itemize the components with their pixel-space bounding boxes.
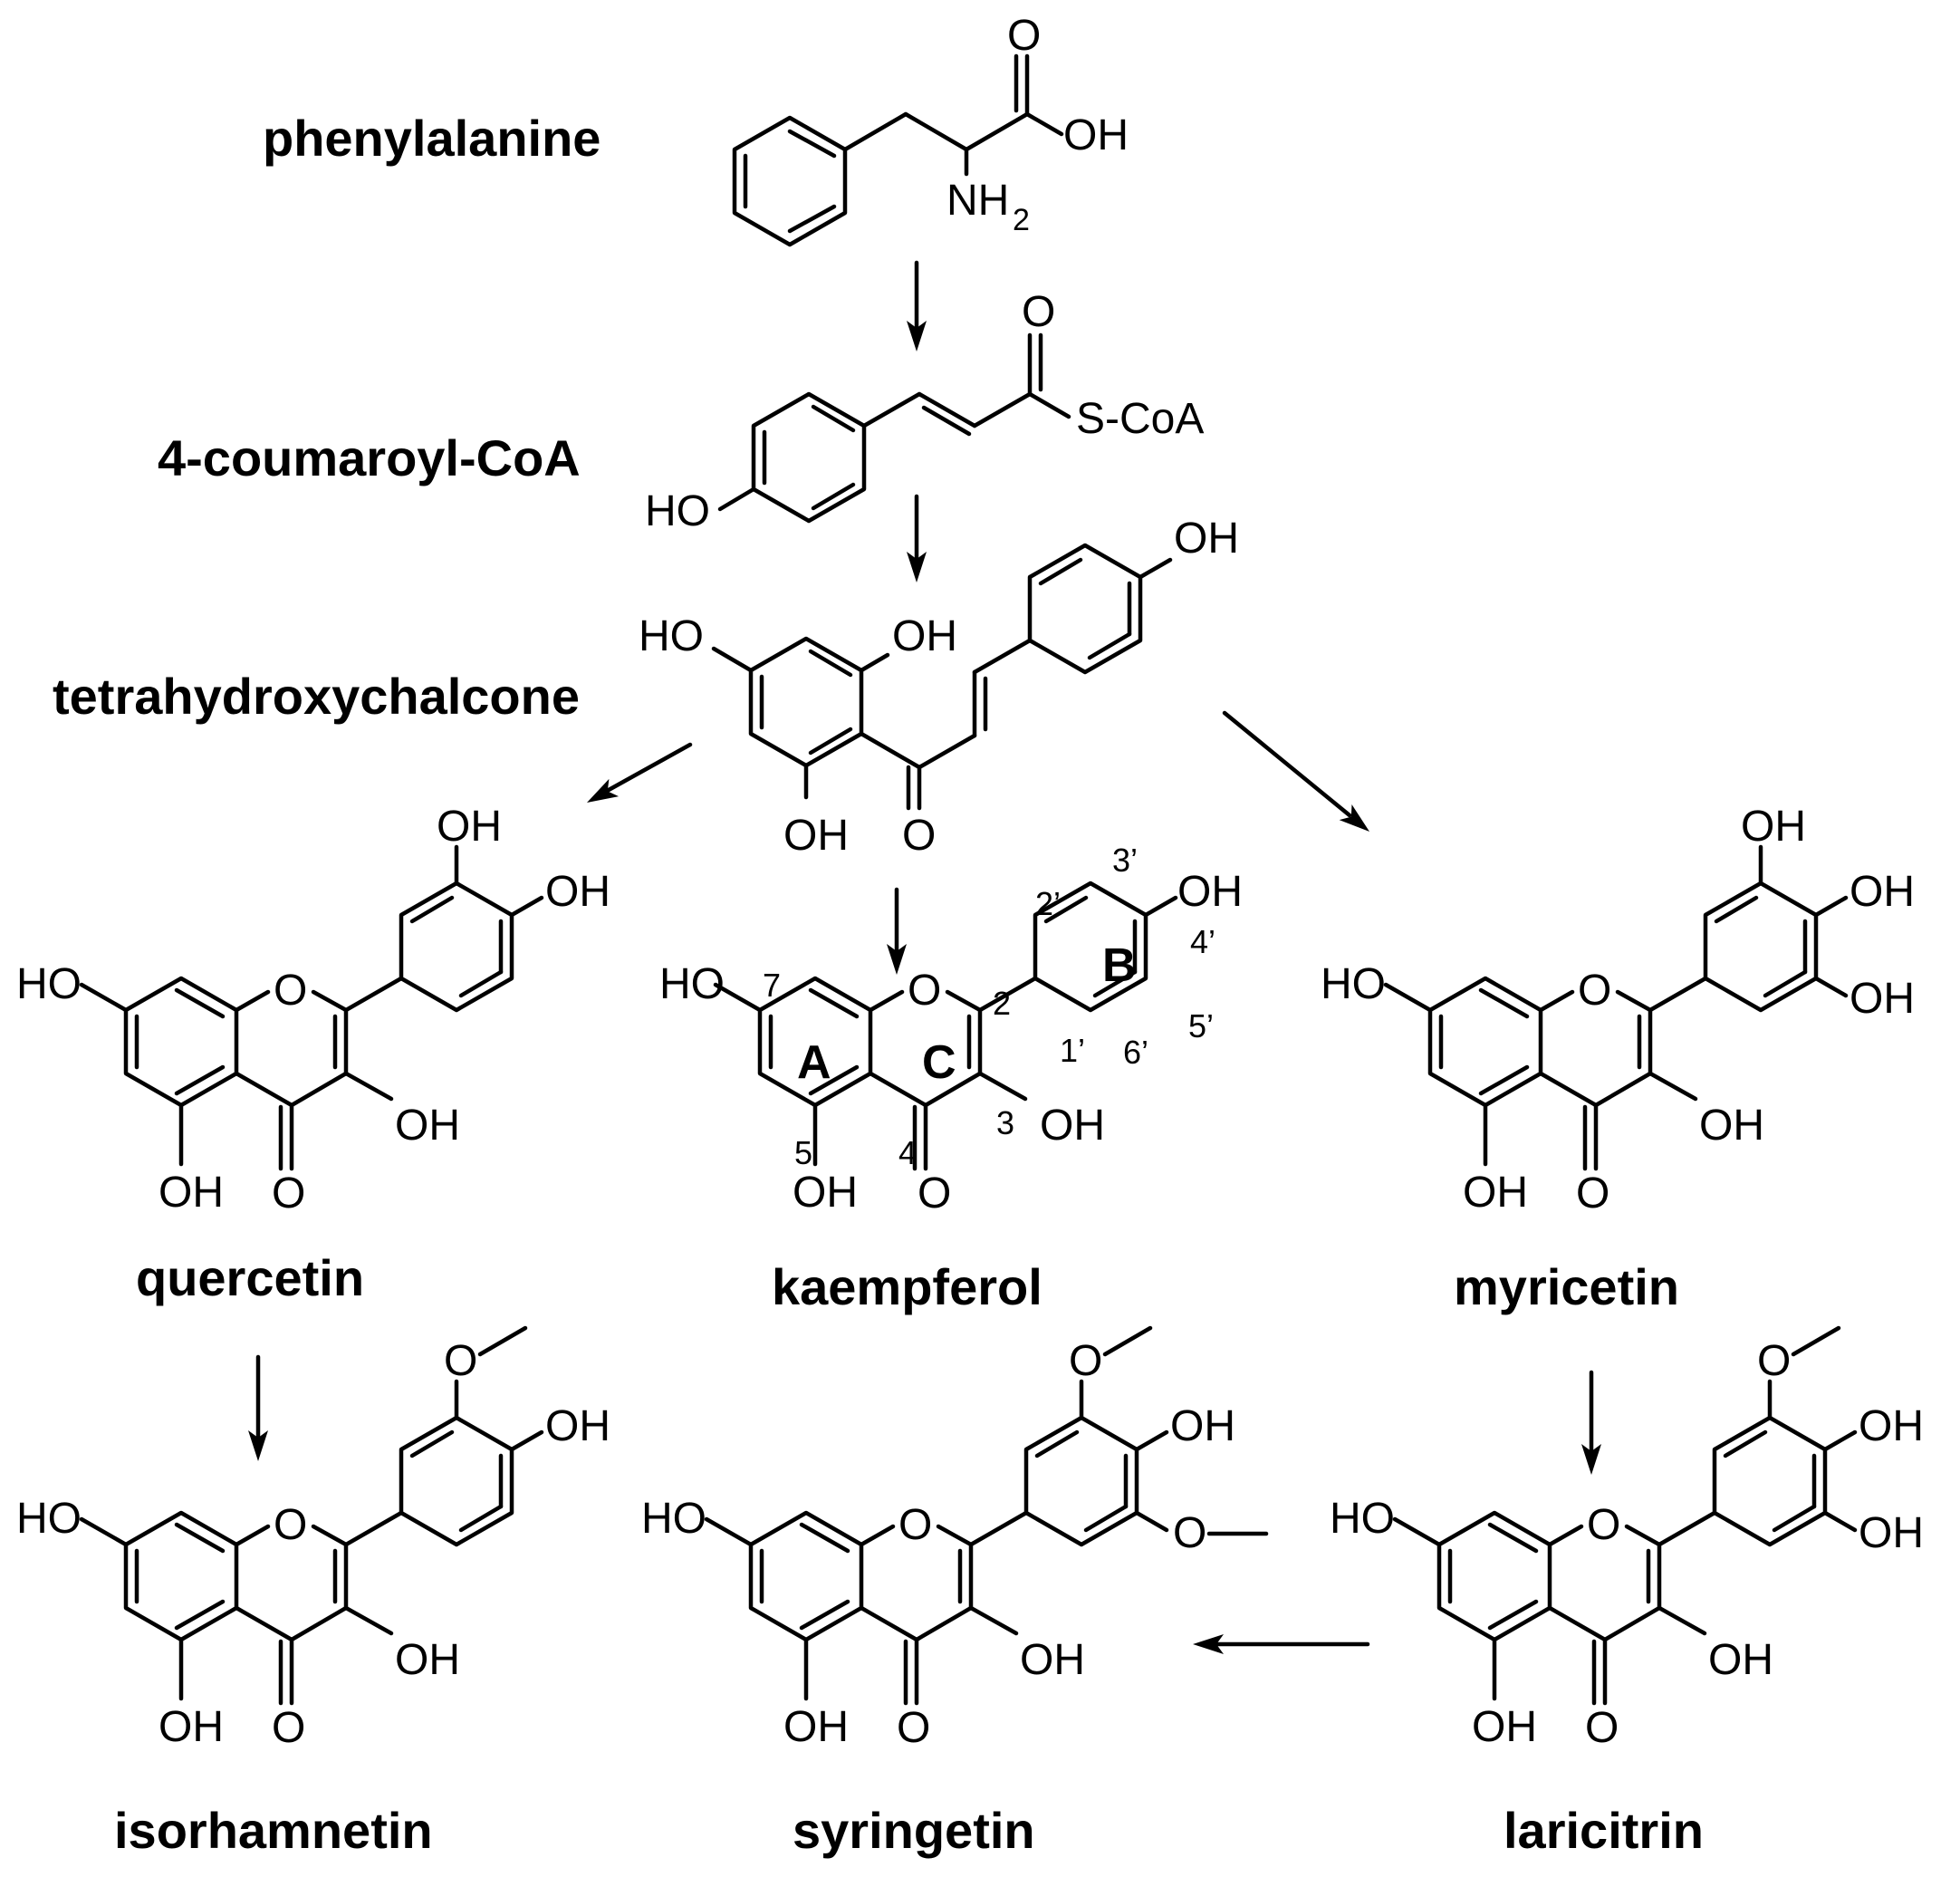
- atom-7-hydroxyl: HO: [641, 1495, 706, 1543]
- atom-chalcone-4-hydroxyl: HO: [639, 612, 704, 660]
- arrow-coumaroyl-coa-to-chalcone: [907, 494, 927, 582]
- atom-3-hydroxyl: OH: [395, 1102, 460, 1150]
- atom-5-hydroxyl: OH: [793, 1169, 858, 1217]
- atom-5prime-hydroxyl: OH: [1859, 1509, 1924, 1557]
- arrow-quercetin-to-isorhamnetin: [248, 1354, 268, 1461]
- structure-kaempferol: O HO OH O OH OH A C B 2 3 4 5 7 1’ 2’ 3’…: [659, 842, 1243, 1218]
- name-tetrahydroxychalcone: tetrahydroxychalcone: [53, 668, 580, 725]
- name-myricetin: myricetin: [1454, 1258, 1679, 1315]
- structure-isorhamnetin: O HO OH O OH O OH: [16, 1325, 610, 1752]
- atom-ring-oxygen: O: [1587, 1501, 1620, 1549]
- atom-3-hydroxyl: OH: [1699, 1102, 1764, 1150]
- atom-ring-oxygen: O: [274, 1501, 307, 1549]
- atom-7-hydroxyl: HO: [659, 960, 725, 1008]
- position-5prime: 5’: [1188, 1007, 1214, 1044]
- position-7: 7: [763, 967, 781, 1004]
- atom-3-hydroxyl: OH: [395, 1636, 460, 1684]
- atom-5-hydroxyl: OH: [159, 1169, 224, 1217]
- atom-3prime-hydroxyl: OH: [437, 803, 502, 851]
- atom-3-hydroxyl: OH: [1708, 1636, 1773, 1684]
- name-laricitrin: laricitrin: [1504, 1802, 1704, 1859]
- atom-3prime-methoxy-oxygen: O: [444, 1337, 477, 1385]
- atom-7-hydroxyl: HO: [1330, 1495, 1395, 1543]
- atom-ring-oxygen: O: [274, 967, 307, 1015]
- atom-s-coa: S-CoA: [1076, 395, 1204, 443]
- atom-4-oxygen: O: [272, 1170, 305, 1218]
- position-4prime: 4’: [1190, 923, 1215, 960]
- atom-5prime-hydroxyl: OH: [1850, 975, 1915, 1023]
- position-1prime: 1’: [1060, 1032, 1085, 1069]
- atom-4prime-hydroxyl: OH: [1177, 868, 1243, 916]
- atom-7-hydroxyl: HO: [16, 960, 82, 1008]
- atom-5prime-methoxy-oxygen: O: [1173, 1509, 1206, 1557]
- atom-acid-hydroxyl: OH: [1063, 111, 1129, 159]
- atom-amine-subscript: 2: [1013, 203, 1030, 237]
- atom-4prime-hydroxyl: OH: [1850, 868, 1915, 916]
- atom-5-hydroxyl: OH: [783, 1703, 849, 1751]
- position-5: 5: [794, 1134, 812, 1171]
- structure-phenylalanine: O OH NH 2: [732, 12, 1129, 247]
- atom-chalcone-4prime-hydroxyl: OH: [1174, 515, 1239, 563]
- structure-myricetin: O HO OH O OH OH OH OH: [1321, 803, 1915, 1218]
- atom-4-oxygen: O: [272, 1704, 305, 1752]
- atom-3-hydroxyl: OH: [1020, 1636, 1085, 1684]
- atom-chalcone-carbonyl-oxygen: O: [902, 812, 936, 860]
- name-phenylalanine: phenylalanine: [263, 110, 600, 167]
- atom-7-hydroxyl: HO: [16, 1495, 82, 1543]
- position-3prime: 3’: [1112, 842, 1138, 879]
- arrow-chalcone-to-kaempferol: [887, 887, 907, 975]
- atom-ring-oxygen: O: [908, 967, 941, 1015]
- arrow-chalcone-to-myricetin: [1222, 710, 1376, 840]
- atom-4prime-hydroxyl: OH: [545, 868, 610, 916]
- name-quercetin: quercetin: [136, 1249, 364, 1306]
- position-2prime: 2’: [1035, 885, 1061, 922]
- arrow-phenylalanine-to-coumaroyl-coa: [907, 260, 927, 351]
- structure-quercetin: O HO OH O OH OH OH: [16, 803, 610, 1218]
- atom-4prime-hydroxyl: OH: [1859, 1402, 1924, 1450]
- atom-4prime-hydroxyl: OH: [545, 1402, 610, 1450]
- atom-carbonyl-oxygen: O: [1007, 12, 1041, 60]
- atom-3prime-methoxy-oxygen: O: [1757, 1337, 1791, 1385]
- atom-4-oxygen: O: [918, 1170, 951, 1218]
- structure-syringetin: O HO OH O OH O OH O: [641, 1325, 1269, 1752]
- atom-chalcone-2-hydroxyl: OH: [892, 612, 957, 660]
- atom-3prime-hydroxyl: OH: [1741, 803, 1806, 851]
- atom-phenol-hydroxyl: HO: [645, 487, 710, 535]
- position-2: 2: [993, 985, 1011, 1022]
- ring-label-a: A: [797, 1036, 831, 1089]
- atom-4-oxygen: O: [1585, 1704, 1619, 1752]
- ring-label-c: C: [922, 1036, 956, 1089]
- atom-4-oxygen: O: [897, 1704, 930, 1752]
- structure-tetrahydroxychalcone: HO OH OH O OH: [639, 515, 1239, 860]
- position-6prime: 6’: [1123, 1034, 1148, 1071]
- name-isorhamnetin: isorhamnetin: [114, 1802, 433, 1859]
- atom-thioester-oxygen: O: [1022, 288, 1055, 336]
- atom-7-hydroxyl: HO: [1321, 960, 1386, 1008]
- name-4-coumaroyl-coa: 4-coumaroyl-CoA: [158, 429, 581, 486]
- name-kaempferol: kaempferol: [772, 1258, 1042, 1315]
- atom-3prime-methoxy-oxygen: O: [1069, 1337, 1102, 1385]
- atom-amine: NH: [946, 177, 1009, 225]
- position-4: 4: [898, 1134, 917, 1171]
- atom-ring-oxygen: O: [1578, 967, 1611, 1015]
- atom-5-hydroxyl: OH: [1472, 1703, 1537, 1751]
- atom-4-oxygen: O: [1576, 1170, 1609, 1218]
- structure-4-coumaroyl-coa: O S-CoA HO: [645, 288, 1204, 535]
- atom-ring-oxygen: O: [898, 1501, 932, 1549]
- atom-4prime-hydroxyl: OH: [1170, 1402, 1235, 1450]
- structure-laricitrin: O HO OH O OH O OH OH: [1330, 1325, 1924, 1752]
- position-3: 3: [996, 1104, 1014, 1141]
- arrow-chalcone-to-quercetin: [581, 742, 693, 812]
- atom-5-hydroxyl: OH: [1463, 1169, 1528, 1217]
- name-syringetin: syringetin: [793, 1802, 1035, 1859]
- atom-3-hydroxyl: OH: [1040, 1102, 1105, 1150]
- atom-5-hydroxyl: OH: [159, 1703, 224, 1751]
- ring-label-b: B: [1102, 939, 1137, 992]
- arrow-laricitrin-to-syringetin: [1193, 1634, 1370, 1654]
- arrow-myricetin-to-laricitrin: [1581, 1370, 1601, 1475]
- atom-chalcone-6-hydroxyl: OH: [783, 812, 849, 860]
